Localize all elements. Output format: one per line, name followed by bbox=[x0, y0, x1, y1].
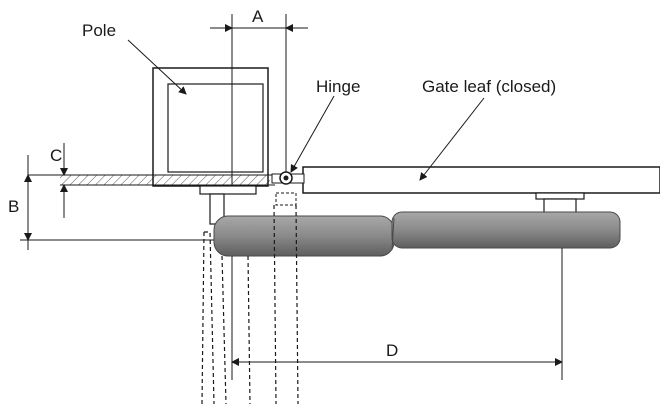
dashed-bracket-lines bbox=[201, 204, 299, 404]
dimension-b: B bbox=[8, 155, 32, 250]
dimension-c: C bbox=[50, 143, 68, 218]
hinge-label: Hinge bbox=[316, 77, 360, 96]
gate-leaf-label: Gate leaf (closed) bbox=[422, 77, 556, 96]
dimension-a: A bbox=[210, 7, 308, 32]
gate-leaf-shape bbox=[302, 166, 660, 194]
dimension-c-label: C bbox=[50, 146, 62, 165]
dimension-a-label: A bbox=[252, 7, 264, 26]
dimension-b-label: B bbox=[8, 197, 19, 216]
dimension-d: D bbox=[231, 341, 563, 366]
leader-lines bbox=[127, 39, 485, 181]
actuator bbox=[213, 211, 621, 257]
hinge-shape bbox=[271, 171, 305, 206]
pole-label: Pole bbox=[82, 21, 116, 40]
dimension-d-label: D bbox=[386, 341, 398, 360]
leaf-bracket bbox=[535, 192, 585, 214]
pole-shape bbox=[152, 67, 269, 187]
